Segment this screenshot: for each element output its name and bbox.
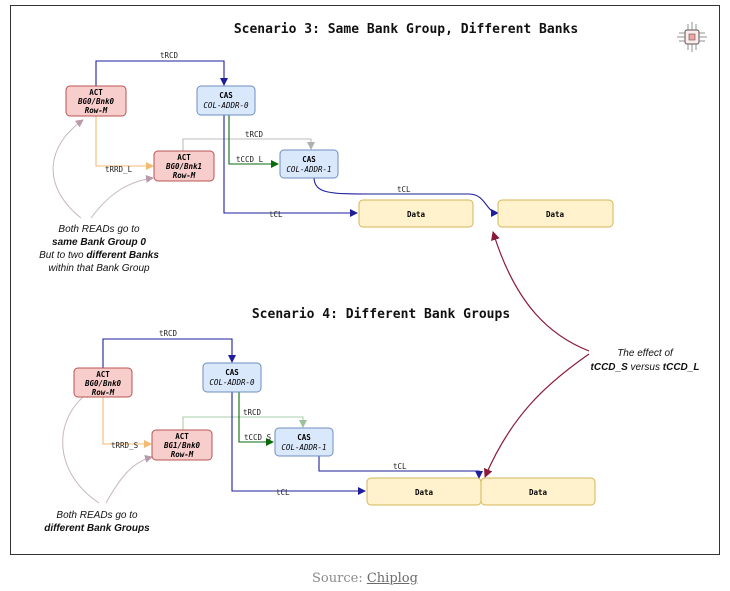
s4-data0-box: Data xyxy=(366,477,482,506)
s4-tcl-upper-label: tCL xyxy=(393,462,407,471)
s3-tccd-label: tCCD_L xyxy=(236,155,264,164)
s3-tcl-lower-label: tCL xyxy=(269,210,283,219)
s3-tcl-upper-arrow xyxy=(313,176,499,217)
s3-cas1-head: CAS xyxy=(302,155,316,164)
s4-act1-head: ACT xyxy=(175,432,189,441)
s4-cas1-head: CAS xyxy=(297,433,311,442)
diagram-frame: Scenario 3: Same Bank Group, Different B… xyxy=(10,5,720,555)
s4-data1-label: Data xyxy=(529,488,548,497)
s3-data1-label: Data xyxy=(546,210,565,219)
s4-note-line1: Both READs go to xyxy=(56,510,138,521)
s4-act0-box: ACT BG0/Bnk0 Row-M xyxy=(73,367,133,398)
s4-note-arrow-act0 xyxy=(62,390,100,504)
s3-note-line3-a: But to two xyxy=(39,250,86,261)
s3-note-arrow-act1 xyxy=(90,174,154,219)
s3-act0-bank: BG0/Bnk0 xyxy=(77,97,115,106)
s3-note: Both READs go to same Bank Group 0 But t… xyxy=(39,224,159,274)
s3-cas1-box: CAS COL-ADDR-1 xyxy=(279,149,339,179)
s3-data1-box: Data xyxy=(497,199,614,228)
s4-data0-label: Data xyxy=(415,488,434,497)
s3-trrd-arrow xyxy=(95,116,154,170)
chip-icon xyxy=(677,22,707,52)
s3-cas0-box: CAS COL-ADDR-0 xyxy=(196,85,256,116)
s3-tcl-lower-arrow xyxy=(223,115,358,217)
scenario3-title: Scenario 3: Same Bank Group, Different B… xyxy=(234,22,578,37)
effect-line2-c: tCCD_L xyxy=(663,362,700,373)
s3-act0-box: ACT BG0/Bnk0 Row-M xyxy=(65,85,127,117)
s4-act1-bank: BG1/Bnk0 xyxy=(163,441,201,450)
s4-act1-box: ACT BG1/Bnk0 Row-M xyxy=(151,429,213,461)
s4-note-line2: different Bank Groups xyxy=(44,523,150,534)
s4-trcd-top-arrow xyxy=(102,338,236,368)
s4-note-arrow-act1 xyxy=(105,454,153,504)
s3-trcd-mid-label: tRCD xyxy=(245,130,264,139)
s4-tcl-lower-arrow xyxy=(231,392,366,495)
s3-cas0-head: CAS xyxy=(219,91,233,100)
s3-trcd-top-arrow xyxy=(95,60,228,86)
s4-act1-row: Row-M xyxy=(171,450,194,459)
source-caption: Source: Chiplog xyxy=(0,571,730,586)
s4-tccd-arrow xyxy=(238,392,274,446)
s3-note-line1: Both READs go to xyxy=(58,224,140,235)
s4-act0-head: ACT xyxy=(96,370,110,379)
effect-arrow-lower xyxy=(483,353,590,478)
s4-cas1-box: CAS COL-ADDR-1 xyxy=(274,427,334,457)
s3-act1-head: ACT xyxy=(177,153,191,162)
s3-trcd-top-label: tRCD xyxy=(160,51,179,60)
s4-tccd-label: tCCD_S xyxy=(244,433,272,442)
s3-act0-head: ACT xyxy=(89,88,103,97)
timing-diagram: Scenario 3: Same Bank Group, Different B… xyxy=(39,22,707,534)
s4-trcd-mid-arrow xyxy=(182,416,307,430)
s4-cas0-box: CAS COL-ADDR-0 xyxy=(202,362,262,393)
s4-note: Both READs go to different Bank Groups xyxy=(44,510,150,534)
s3-act1-bank: BG0/Bnk1 xyxy=(165,162,202,171)
s3-cas0-addr: COL-ADDR-0 xyxy=(203,101,249,110)
s4-act0-bank: BG0/Bnk0 xyxy=(84,379,122,388)
effect-line2-a: tCCD_S xyxy=(591,362,629,373)
s4-act0-row: Row-M xyxy=(92,388,115,397)
s3-data0-box: Data xyxy=(358,199,474,228)
source-prefix: Source: xyxy=(312,571,367,586)
s3-act1-box: ACT BG0/Bnk1 Row-M xyxy=(153,150,215,182)
s3-note-line3: But to two different Banks xyxy=(39,250,159,261)
s3-act0-row: Row-M xyxy=(85,106,108,115)
effect-line2: tCCD_S versus tCCD_L xyxy=(591,362,700,373)
s3-note-line2: same Bank Group 0 xyxy=(52,237,146,248)
effect-line2-b: versus xyxy=(628,362,663,373)
s3-note-arrow-act0 xyxy=(52,119,84,219)
effect-line1: The effect of xyxy=(617,348,674,359)
s3-note-line4: within that Bank Group xyxy=(48,263,150,274)
source-link[interactable]: Chiplog xyxy=(366,571,418,586)
scenario4-title: Scenario 4: Different Bank Groups xyxy=(252,307,510,322)
s4-trcd-mid-label: tRCD xyxy=(243,408,262,417)
s4-data1-box: Data xyxy=(480,477,596,506)
s4-cas0-head: CAS xyxy=(225,368,239,377)
s4-cas0-addr: COL-ADDR-0 xyxy=(209,378,255,387)
effect-note: The effect of tCCD_S versus tCCD_L xyxy=(591,348,700,373)
s4-tcl-lower-label: tCL xyxy=(276,488,290,497)
s3-cas1-addr: COL-ADDR-1 xyxy=(286,165,331,174)
s3-note-line3-b: different Banks xyxy=(86,250,159,261)
s4-trrd-label: tRRD_S xyxy=(111,441,139,450)
effect-arrow-upper xyxy=(491,231,590,352)
s3-trcd-mid-arrow xyxy=(182,138,315,151)
s4-tcl-upper-arrow xyxy=(318,456,483,479)
s3-trrd-label: tRRD_L xyxy=(105,165,133,174)
s4-trcd-top-label: tRCD xyxy=(159,329,178,338)
s3-data0-label: Data xyxy=(407,210,426,219)
s3-tccd-arrow xyxy=(228,115,279,168)
s3-act1-row: Row-M xyxy=(173,171,196,180)
s3-tcl-upper-label: tCL xyxy=(397,185,411,194)
s4-trrd-arrow xyxy=(102,397,152,448)
s4-cas1-addr: COL-ADDR-1 xyxy=(281,443,326,452)
